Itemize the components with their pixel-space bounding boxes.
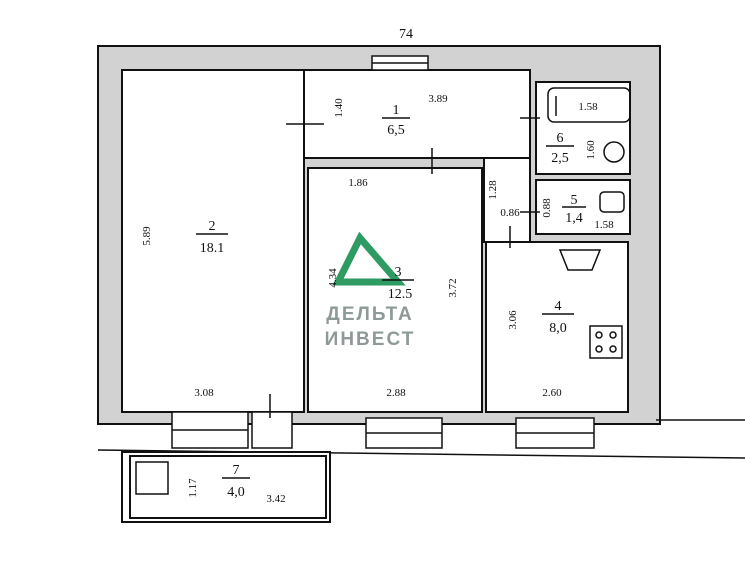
- dim-bath-w: 1.58: [578, 101, 598, 113]
- dim-r2-height: 5.89: [141, 226, 153, 246]
- stove-burner-4-icon: [609, 345, 617, 353]
- dim-r3-left: 4.34: [327, 268, 339, 288]
- dim-r1-left: 1.40: [333, 98, 345, 118]
- room-6-number: 6: [557, 131, 564, 146]
- stove-burner-2-icon: [609, 331, 617, 339]
- room-3: [307, 167, 483, 413]
- dim-wc-w: 1.58: [594, 219, 614, 231]
- watermark-line-2: ИНВЕСТ: [325, 329, 416, 350]
- kitchen-sink-icon: [558, 249, 602, 271]
- room-3-area: 12.5: [388, 287, 413, 302]
- dim-corridor-w: 0.86: [500, 207, 520, 219]
- room-5-number: 5: [571, 193, 578, 208]
- room-1-number: 1: [393, 103, 400, 118]
- room-7-area: 4,0: [227, 485, 245, 500]
- dim-r4-bottom: 2.60: [542, 387, 562, 399]
- dim-corridor-v: 1.28: [487, 180, 499, 200]
- stove-icon: [589, 325, 623, 359]
- bathtub-icon: [547, 87, 631, 123]
- dim-r3-bottom: 2.88: [386, 387, 406, 399]
- stove-burner-1-icon: [595, 331, 603, 339]
- room-3-number: 3: [395, 265, 402, 280]
- room-5-area: 1,4: [565, 211, 583, 226]
- stove-burner-3-icon: [595, 345, 603, 353]
- balcony-square: [135, 461, 169, 495]
- dim-r3-right: 3.72: [447, 278, 459, 297]
- room-2-number: 2: [209, 219, 216, 234]
- washbasin-icon: [603, 141, 625, 163]
- dim-balcony-h: 1.17: [187, 478, 199, 498]
- dim-r4-left: 3.06: [507, 310, 519, 330]
- watermark-triangle-icon: [332, 231, 406, 286]
- dim-wc-h: 0.88: [541, 198, 553, 218]
- toilet-icon: [599, 191, 625, 213]
- room-2-area: 18.1: [200, 241, 225, 256]
- room-4-area: 8,0: [549, 321, 567, 336]
- room-6: [535, 81, 631, 175]
- room-6-area: 2,5: [551, 151, 569, 166]
- room-2: [121, 69, 305, 413]
- balcony-7-inner: [129, 455, 327, 519]
- balcony-door: [251, 411, 293, 449]
- room-4-number: 4: [555, 299, 562, 314]
- top-mark-label: 74: [399, 27, 413, 42]
- room-7-number: 7: [233, 463, 240, 478]
- dim-r2-bottom: 3.08: [194, 387, 214, 399]
- dim-bath-h: 1.60: [585, 140, 597, 160]
- room-1-area: 6,5: [387, 123, 405, 138]
- dim-r3-top: 1.86: [348, 177, 368, 189]
- room-4: [485, 241, 629, 413]
- watermark-line-1: ДЕЛЬТА: [326, 304, 413, 325]
- room-1: [303, 69, 531, 159]
- dim-balcony-w: 3.42: [266, 493, 285, 505]
- dim-r1-top: 3.89: [428, 93, 448, 105]
